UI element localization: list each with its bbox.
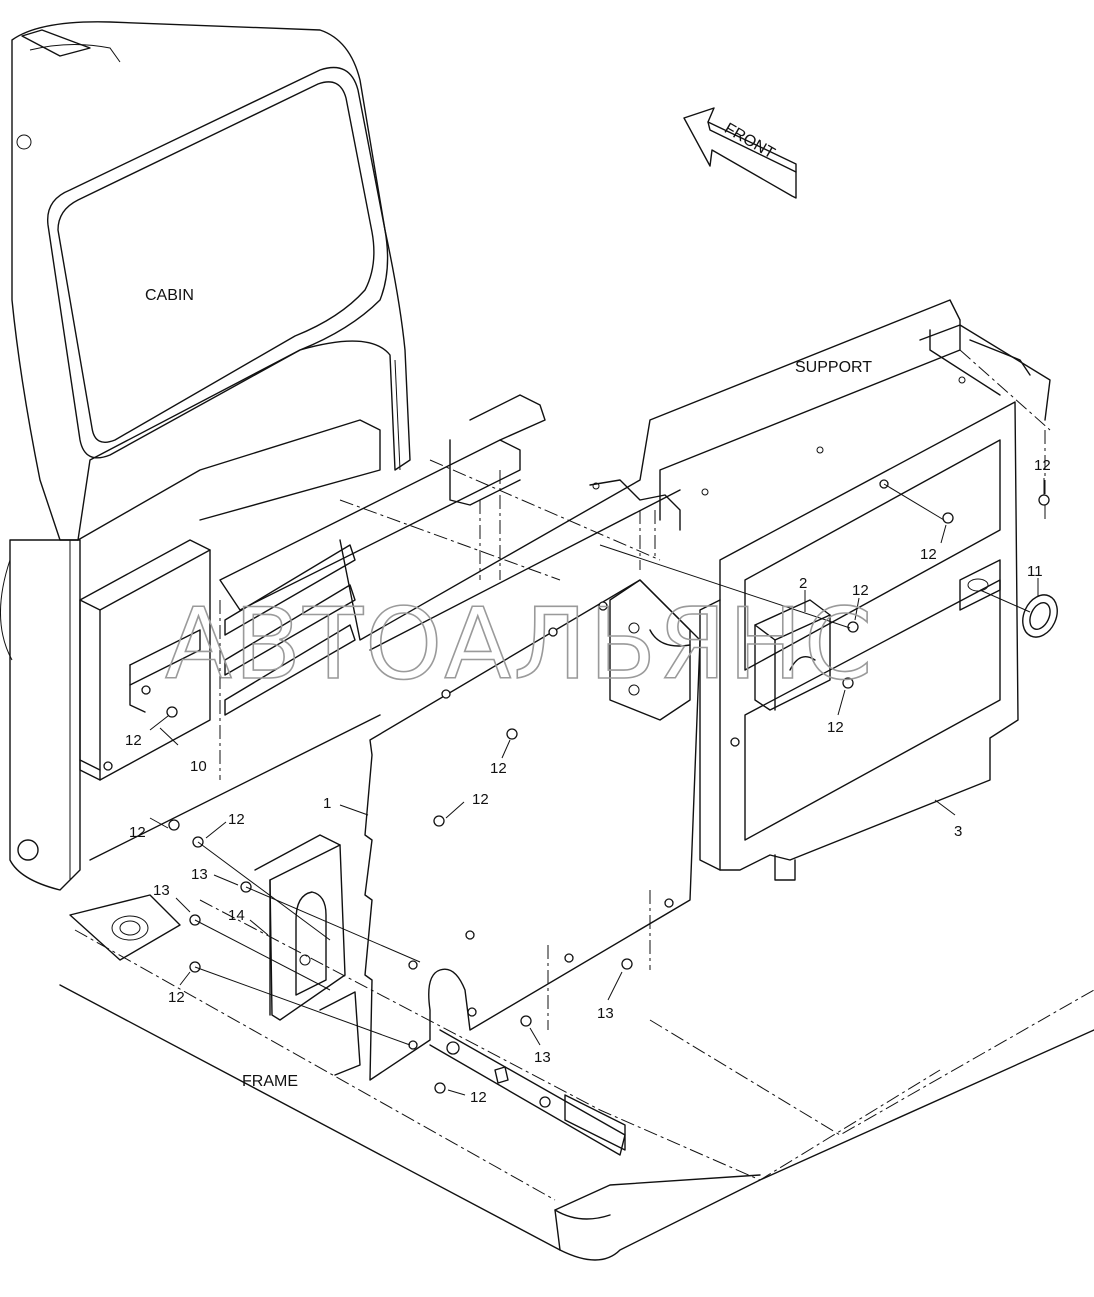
callout-1: 1 [323,795,331,812]
callout-13: 13 [597,1005,614,1022]
callout-13: 13 [534,1049,551,1066]
front-arrow [683,107,797,199]
callout-12: 12 [472,791,489,808]
cabin-outline [0,21,411,891]
part-3-panel [699,401,1019,881]
watermark-text: АВТОАЛЬЯНС [165,588,874,702]
callout-12: 12 [827,719,844,736]
callout-12: 12 [852,582,869,599]
part-10-cover [79,539,211,781]
callout-12: 12 [920,546,937,563]
callout-12: 12 [1034,457,1051,474]
callout-12: 12 [228,811,245,828]
callout-12: 12 [129,824,146,841]
callout-3: 3 [954,823,962,840]
callout-11: 11 [1027,563,1043,580]
callout-13: 13 [153,882,170,899]
callout-10: 10 [190,758,207,775]
support-label: SUPPORT [795,359,872,376]
part-2-bracket [754,599,831,711]
callout-13: 13 [191,866,208,883]
leader-lines [149,478,1045,1096]
callout-12: 12 [470,1089,487,1106]
callout-12: 12 [125,732,142,749]
callout-12: 12 [490,760,507,777]
main-frame [59,894,1094,1261]
front-label: FRONT [721,120,777,162]
part-14-bracket [254,834,346,1021]
callout-12: 12 [168,989,185,1006]
part-11-grommet [1022,594,1058,638]
frame-label: FRAME [242,1073,298,1090]
cabin-label: CABIN [145,287,194,304]
callout-2: 2 [799,575,807,592]
fasteners [166,494,1050,1094]
part-1-panel [364,579,701,1081]
callout-14: 14 [228,907,245,924]
support-frame [219,299,1051,780]
